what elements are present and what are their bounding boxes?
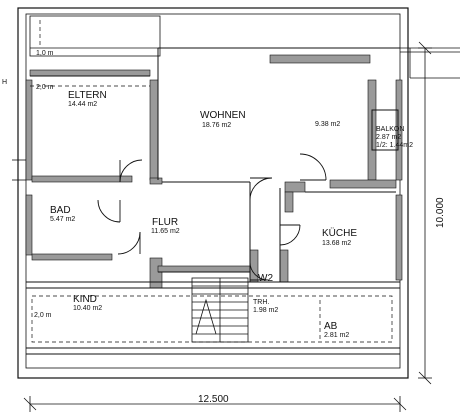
exterior-walls — [12, 7, 409, 379]
room-w2-name: W2 — [258, 273, 273, 284]
room-balkon-half-area: 1/2: 1.44m2 — [376, 142, 413, 149]
room-treppe-name: TRH. — [253, 299, 269, 306]
room-ab-name: AB — [324, 321, 338, 332]
room-wohnen-area: 18.76 m2 — [202, 122, 231, 129]
dimension-labels: 1,0 m 2,0 m 2,0 m H 12.500 10.000 — [2, 50, 446, 405]
room-eltern-name: ELTERN — [68, 90, 107, 101]
room-eltern-area: 14.44 m2 — [68, 101, 97, 108]
room-balkon-name: BALKON — [376, 126, 404, 133]
dimension-width: 12.500 — [198, 394, 229, 405]
room-kind-name: KIND — [73, 294, 97, 305]
staircase — [191, 277, 249, 343]
room-bad-name: BAD — [50, 205, 71, 216]
dimension-strip-top: 1,0 m — [36, 50, 54, 57]
room-kueche-area: 13.68 m2 — [322, 240, 351, 247]
door-swings — [97, 153, 327, 281]
dimension-height: 10.000 — [435, 197, 446, 228]
wall-hatching — [25, 54, 403, 289]
dimension-strip-upper: 2,0 m — [36, 84, 54, 91]
dimension-lines — [23, 41, 432, 412]
edge-marker: H — [2, 79, 7, 86]
room-treppe-area: 1.98 m2 — [253, 307, 278, 314]
room-kueche-name: KÜCHE — [322, 227, 357, 239]
room-bad-area: 5.47 m2 — [50, 216, 75, 223]
room-kind-area: 10.40 m2 — [73, 305, 102, 312]
room-flur-name: FLUR — [152, 217, 178, 228]
room-wohnen-annex-area: 9.38 m2 — [315, 121, 340, 128]
roof-strip-outlines — [30, 20, 393, 343]
room-flur-area: 11.65 m2 — [151, 228, 180, 235]
dimension-strip-lower: 2,0 m — [34, 312, 52, 319]
interior-walls — [26, 47, 400, 355]
room-balkon-area: 2.87 m2 — [376, 134, 401, 141]
room-labels: ELTERN 14.44 m2 WOHNEN 18.76 m2 9.38 m2 … — [50, 90, 413, 339]
room-ab-area: 2.81 m2 — [324, 332, 349, 339]
room-wohnen-name: WOHNEN — [200, 110, 246, 121]
